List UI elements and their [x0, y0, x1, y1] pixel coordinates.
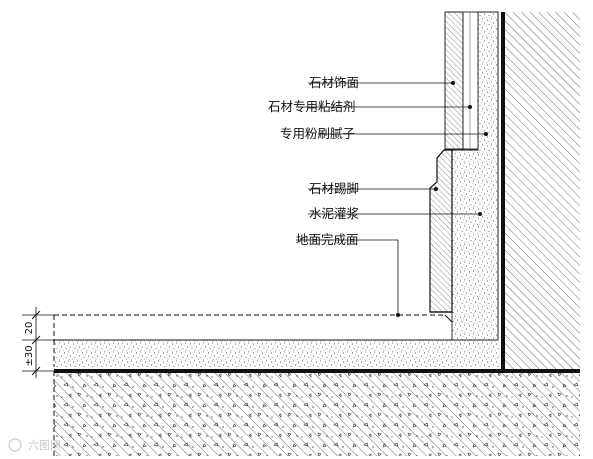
floor-finish-layer: [53, 311, 453, 340]
leader-dots: [396, 81, 488, 317]
label-putty: 专用粉刷腻子: [280, 126, 355, 141]
leader-lines: [296, 82, 486, 315]
label-stone-adhesive: 石材专用粘结剂: [268, 99, 356, 114]
watermark: 六图网: [8, 438, 61, 452]
dimension-lines: [22, 307, 54, 378]
label-stone-finish: 石材饰面: [309, 75, 359, 90]
watermark-text: 六图网: [28, 439, 61, 452]
label-baseboard: 石材踢脚: [309, 181, 359, 196]
stone-finish-wall: [444, 11, 464, 150]
wall-grout-layer: [451, 11, 499, 341]
label-cement-grout: 水泥灌浆: [309, 206, 360, 221]
structural-wall: [501, 12, 580, 371]
watermark-logo-icon: [8, 438, 22, 452]
label-finished-floor: 地面完成面: [296, 232, 359, 247]
dimension-lower: ±30: [24, 345, 35, 366]
dimension-upper: 20: [24, 322, 35, 335]
adhesive-layer: [462, 11, 479, 150]
stone-baseboard: [429, 149, 453, 313]
floor-mortar-layer: [53, 339, 500, 367]
concrete-slab: [53, 369, 580, 456]
